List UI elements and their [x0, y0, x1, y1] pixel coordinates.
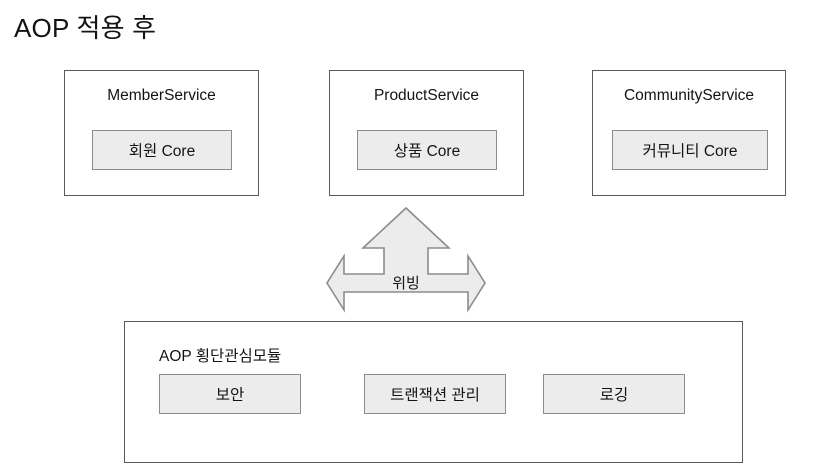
- service-title: ProductService: [373, 87, 480, 104]
- page-title: AOP 적용 후: [14, 13, 157, 43]
- service-box-community: CommunityService 커뮤니티 Core: [592, 70, 786, 196]
- service-title: CommunityService: [623, 87, 755, 104]
- core-chip-product: 상품 Core: [357, 130, 497, 170]
- aop-module-container: AOP 횡단관심모듈 보안 트랜잭션 관리 로깅: [124, 321, 743, 463]
- concern-chip-security: 보안: [159, 374, 301, 414]
- weaving-arrow-icon: [326, 206, 486, 313]
- concern-chip-logging: 로깅: [543, 374, 685, 414]
- aop-module-label: AOP 횡단관심모듈: [159, 348, 282, 365]
- service-box-member: MemberService 회원 Core: [64, 70, 259, 196]
- core-chip-community: 커뮤니티 Core: [612, 130, 768, 170]
- service-box-product: ProductService 상품 Core: [329, 70, 524, 196]
- core-chip-member: 회원 Core: [92, 130, 232, 170]
- concern-chip-transaction: 트랜잭션 관리: [364, 374, 506, 414]
- service-title: MemberService: [107, 87, 216, 104]
